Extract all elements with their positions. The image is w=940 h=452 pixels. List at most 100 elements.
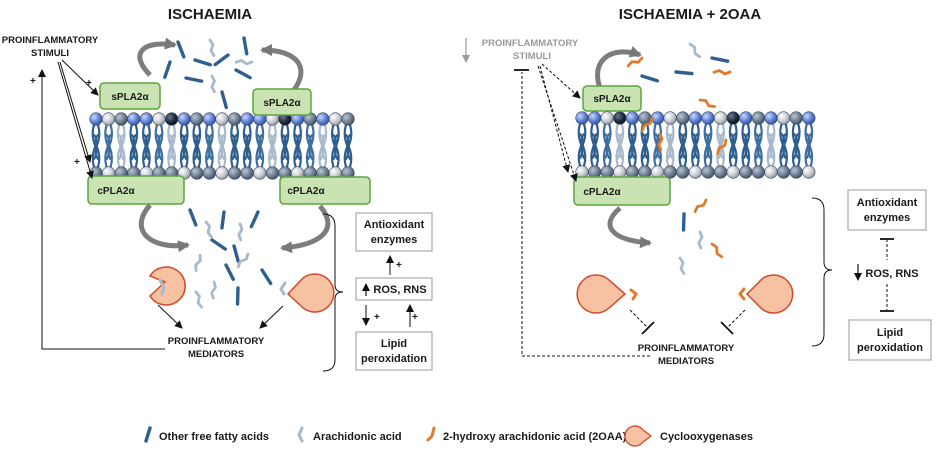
lipid-tail [580, 132, 587, 168]
fatty-acid-fragment [716, 138, 728, 156]
left-lipid-line2: peroxidation [361, 353, 427, 365]
left-cyclooxygenase-2 [286, 273, 335, 313]
left-cyclooxygenase-1 [148, 266, 186, 306]
left-mediators-line1: PROINFLAMMATORY [168, 336, 265, 347]
right-release-arrow-top [595, 45, 642, 89]
legend-aa-symbol [297, 426, 304, 443]
phospholipid-head [202, 112, 216, 126]
right-spla2-label: sPLA2α [593, 94, 631, 105]
phospholipid-head [341, 112, 355, 126]
phospholipid-head [751, 165, 766, 179]
stimuli-arrow-to-spla [61, 59, 99, 96]
phospholipid-head [165, 112, 179, 126]
plus-sign-ros-lipid: + [374, 312, 380, 323]
fatty-acid-fragment [176, 40, 186, 59]
phospholipid-head [764, 165, 778, 179]
fatty-acid-fragment [242, 36, 249, 56]
left-lipid-line1: Lipid [381, 338, 407, 350]
lipid-tail [145, 133, 151, 169]
right-cpla2-label: cPLA2α [583, 187, 621, 198]
lipid-tail [731, 132, 738, 168]
phospholipid-head [676, 111, 690, 125]
lipid-tail [593, 132, 599, 168]
left-antioxidant-box [355, 212, 433, 252]
fatty-acid-fragment [712, 69, 732, 76]
left-spla2-top-left-label: sPLA2α [111, 92, 149, 103]
plus-sign-stimuli-spla: + [86, 78, 92, 89]
phospholipid-head [625, 111, 640, 125]
right-lipid-line2: peroxidation [857, 342, 923, 354]
right-stimuli-dashed-to-spla [541, 63, 581, 99]
right-cyclooxygenase-1 [576, 274, 627, 314]
plus-sign-feedback: + [30, 76, 36, 87]
fatty-acid-fragment [220, 90, 228, 110]
fatty-acid-fragment [710, 242, 724, 259]
lipid-tail [296, 133, 302, 169]
phospholipid-head [688, 165, 703, 179]
right-cpla2-box [573, 176, 671, 206]
right-release-arrow-bottom [607, 206, 652, 249]
lipid-tail [157, 133, 164, 169]
lipid-tail [245, 133, 252, 169]
right-stimuli-dashed-to-cpla [537, 65, 578, 182]
phospholipid-head [764, 111, 778, 125]
fatty-acid-fragment [210, 238, 227, 251]
plus-sign-antioxidant: + [396, 260, 402, 271]
right-cyclooxygenase-2 [745, 274, 794, 314]
lipid-tail [119, 133, 126, 169]
plus-sign-stimuli-cpla: + [74, 157, 80, 168]
feedback-loop-line [38, 69, 165, 350]
phospholipid-head [789, 111, 803, 125]
phospholipid-head [190, 112, 204, 126]
phospholipid-head [101, 112, 116, 126]
lipid-tail [807, 132, 814, 168]
left-stimuli-line1: PROINFLAMMATORY [2, 35, 99, 46]
phospholipid-head [228, 166, 242, 180]
release-arrow-bottom-left [138, 203, 190, 253]
fatty-acid-fragment [698, 98, 717, 108]
phospholipid-head [127, 112, 141, 126]
right-stimuli-dashed-to-membrane [539, 65, 571, 173]
right-ros-label: ROS, RNS [865, 268, 918, 280]
phospholipid-head [253, 166, 267, 180]
right-mediators-line2: MEDIATORS [658, 356, 714, 367]
left-spla2-top-right-label: sPLA2α [263, 98, 301, 109]
fatty-acid-fragment [188, 208, 198, 227]
lipid-tail [346, 133, 353, 169]
lipid-tail [782, 132, 788, 168]
lipid-tail [271, 133, 277, 169]
right-mediators-line1: PROINFLAMMATORY [638, 343, 735, 354]
phospholipid-head [139, 112, 153, 126]
right-cox2-dashed [726, 309, 746, 329]
fatty-acid-fragment [249, 210, 260, 229]
fatty-acid-fragment [697, 230, 704, 250]
fatty-acid-fragment [193, 58, 212, 67]
phospholipid-head [152, 112, 166, 126]
phospholipid-head [713, 111, 728, 125]
lipid-tail [334, 133, 340, 169]
phospholipid-head [739, 165, 753, 179]
fatty-acid-fragment [657, 132, 664, 152]
left-membrane [89, 112, 355, 180]
right-curly-brace [811, 197, 833, 347]
left-antioxidant-line2: enzymes [371, 234, 417, 246]
phospholipid-head [776, 165, 791, 179]
fatty-acid-fragment [640, 116, 654, 133]
lipid-tail [233, 133, 239, 169]
legend-ffa-label: Other free fatty acids [159, 431, 269, 443]
fatty-acid-fragment [184, 76, 204, 83]
fatty-acid-fragment [232, 244, 240, 264]
left-cpla2-bottom-right-label: cPLA2α [287, 186, 325, 197]
lipid-tail [258, 133, 265, 169]
fatty-acid-fragment [674, 70, 694, 76]
legend-2oaa-label: 2-hydroxy arachidonic acid (2OAA) [443, 431, 627, 443]
phospholipid-head [575, 111, 589, 125]
phospholipid-head [240, 112, 254, 126]
left-cpla2-bottom-left-box [87, 175, 185, 205]
right-feedback-dashed-line [521, 72, 650, 357]
phospholipid-head [613, 111, 627, 125]
lipid-tail [794, 132, 801, 168]
phospholipid-head [726, 165, 740, 179]
fatty-acid-fragment [234, 68, 252, 80]
left-spla2-top-right-box [252, 88, 312, 116]
